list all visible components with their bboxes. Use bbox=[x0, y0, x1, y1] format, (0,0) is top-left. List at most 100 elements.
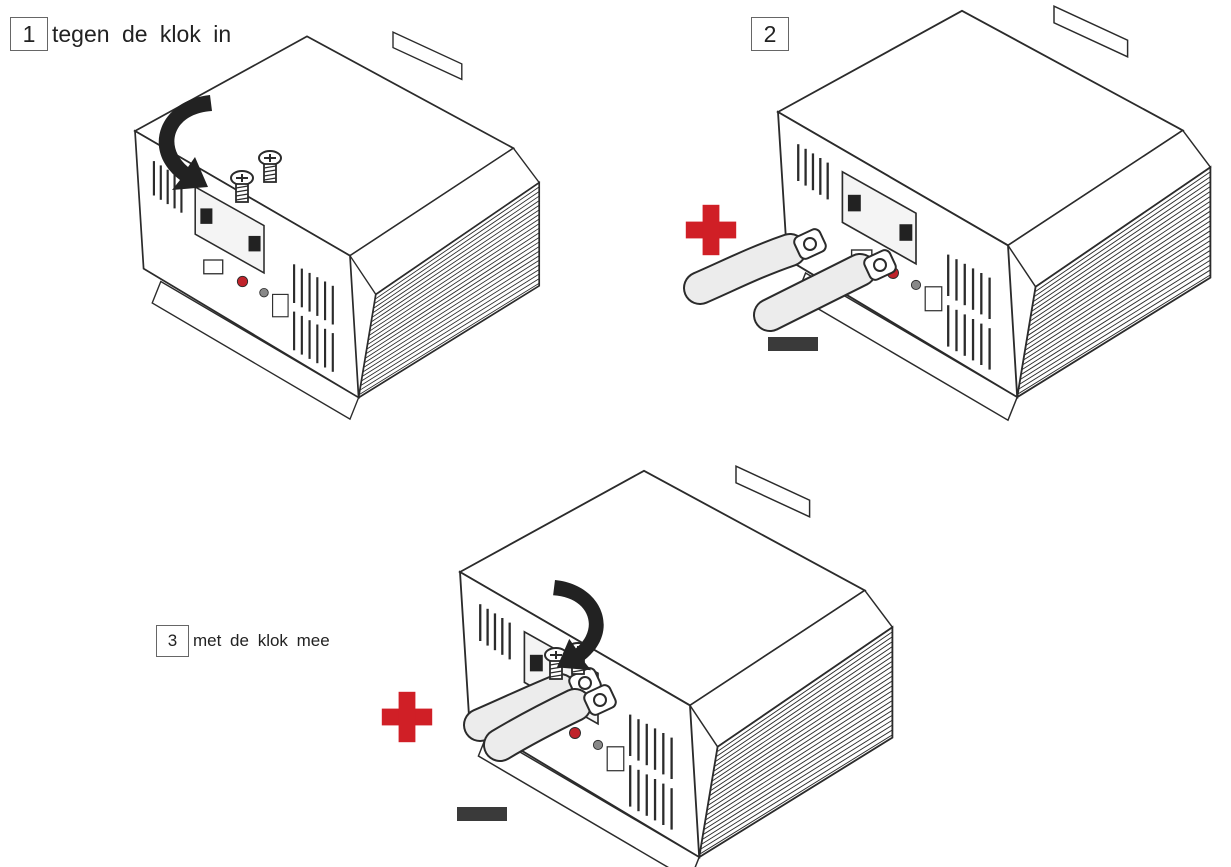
cooling-rib bbox=[1030, 195, 1211, 317]
indicator-led bbox=[569, 727, 581, 739]
cooling-rib bbox=[698, 734, 893, 855]
cooling-rib bbox=[709, 675, 893, 796]
cooling-rib bbox=[361, 264, 540, 378]
network-port bbox=[203, 259, 224, 275]
cooling-rib bbox=[1035, 171, 1211, 292]
cooling-rib bbox=[1023, 240, 1211, 361]
cooling-rib bbox=[705, 695, 893, 816]
positive-cable-lug-hole bbox=[578, 676, 592, 690]
screw-thread bbox=[571, 669, 585, 673]
cooling-rib bbox=[714, 646, 893, 767]
indicator-led bbox=[236, 275, 249, 288]
mounting-flange bbox=[477, 731, 701, 867]
terminal-left bbox=[529, 654, 543, 672]
screw-icon bbox=[230, 170, 254, 203]
cooling-rib bbox=[1033, 181, 1211, 302]
cooling-rib bbox=[365, 241, 540, 355]
inverter-device bbox=[133, 31, 541, 421]
curved-arrow-icon bbox=[553, 580, 604, 671]
remote-port bbox=[592, 739, 604, 751]
negative-cable-sheath bbox=[485, 690, 590, 760]
terminal-right bbox=[248, 235, 261, 252]
cooling-rib bbox=[373, 195, 540, 309]
cooling-rib bbox=[715, 641, 893, 762]
cooling-rib bbox=[710, 670, 893, 792]
negative-cable-lug-hole bbox=[873, 258, 887, 272]
arrow-shape bbox=[158, 95, 212, 190]
cooling-rib bbox=[367, 232, 540, 345]
terminal-left bbox=[847, 194, 861, 212]
cooling-rib bbox=[717, 631, 893, 752]
plus-icon bbox=[381, 691, 433, 743]
step-1-label: 1 tegen de klok in bbox=[10, 17, 231, 51]
step-1-caption: tegen de klok in bbox=[52, 20, 232, 47]
cooling-rib bbox=[705, 700, 893, 821]
cooling-rib bbox=[1029, 205, 1211, 327]
cooling-rib bbox=[703, 709, 893, 831]
cooling-rib bbox=[369, 223, 540, 336]
cooling-rib bbox=[368, 227, 540, 341]
remote-port bbox=[910, 279, 922, 291]
positive-cable-sheath bbox=[685, 235, 805, 303]
step-3-caption: met de klok mee bbox=[193, 631, 330, 650]
top-rail bbox=[392, 31, 463, 81]
screw-shaft bbox=[263, 163, 277, 183]
cooling-rib bbox=[712, 660, 893, 782]
screw-shaft bbox=[235, 183, 249, 203]
cooling-rib bbox=[363, 255, 540, 368]
cooling-rib bbox=[371, 209, 540, 322]
screw-thread bbox=[235, 197, 249, 201]
cooling-rib bbox=[1020, 254, 1211, 376]
negative-cable-lug-hole bbox=[593, 693, 607, 707]
remote-port bbox=[259, 287, 269, 298]
step-1-number-box: 1 bbox=[10, 17, 48, 51]
cooling-rib bbox=[1032, 186, 1211, 307]
terminal-right bbox=[899, 224, 913, 241]
screw-thread bbox=[235, 193, 249, 197]
minus-icon bbox=[768, 337, 818, 351]
cooling-rib bbox=[1024, 230, 1211, 351]
cooling-rib bbox=[364, 250, 540, 364]
cooling-rib bbox=[1031, 191, 1211, 312]
dip-switch bbox=[272, 293, 289, 318]
cooling-rib bbox=[713, 651, 893, 772]
step-3-number-box: 3 bbox=[156, 625, 189, 657]
step-3-label: 3 met de klok mee bbox=[156, 625, 330, 657]
screw-thread bbox=[263, 169, 277, 173]
positive-cable-lug-hole bbox=[803, 237, 817, 251]
arrow-shape bbox=[553, 580, 604, 671]
cooling-rib bbox=[1026, 220, 1211, 341]
plus-bar-v bbox=[702, 204, 720, 256]
cooling-rib bbox=[706, 690, 893, 811]
positive-cable-sheath bbox=[465, 675, 575, 740]
cooling-rib bbox=[704, 705, 893, 826]
terminal-left bbox=[200, 208, 213, 224]
cooling-rib bbox=[369, 218, 540, 332]
cooling-rib bbox=[1018, 264, 1211, 386]
cooling-rib bbox=[1019, 259, 1211, 381]
cooling-rib bbox=[375, 186, 540, 300]
screw-icon bbox=[258, 150, 282, 183]
cooling-rib bbox=[712, 655, 893, 777]
cooling-rib bbox=[374, 191, 540, 304]
step-1-illustration bbox=[133, 31, 541, 421]
cooling-rib bbox=[359, 278, 540, 391]
cooling-rib bbox=[358, 282, 540, 396]
inverter-device bbox=[458, 465, 894, 867]
cooling-rib bbox=[1017, 269, 1211, 390]
screw-thread bbox=[263, 173, 277, 177]
minus-icon bbox=[457, 807, 507, 821]
cooling-rib bbox=[708, 680, 893, 801]
cooling-rib bbox=[1023, 235, 1211, 356]
plus-bar-v bbox=[398, 691, 416, 743]
cooling-rib bbox=[360, 273, 540, 387]
plus-icon bbox=[685, 204, 737, 256]
cooling-rib bbox=[364, 246, 540, 359]
dip-switch bbox=[606, 746, 625, 772]
top-rail bbox=[735, 465, 811, 518]
inverter-device bbox=[776, 5, 1212, 422]
cooling-rib bbox=[1034, 176, 1211, 297]
screw-thread bbox=[235, 185, 249, 189]
